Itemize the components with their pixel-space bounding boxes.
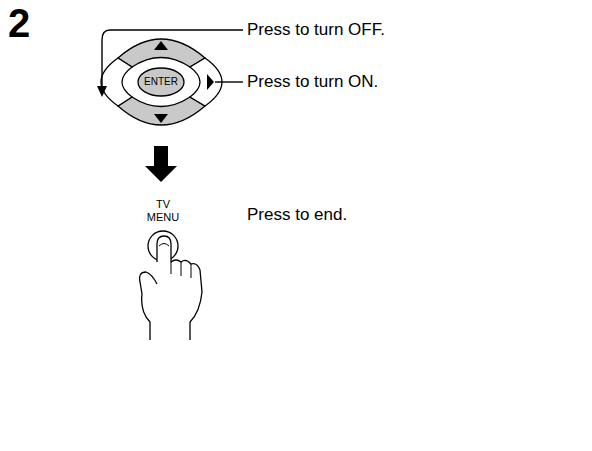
instruction-text: Press to end. [247, 205, 347, 225]
left-button [101, 58, 132, 106]
step-number: 2 [8, 0, 30, 46]
down-triangle [154, 114, 168, 123]
leader-line [215, 81, 243, 82]
down-button [118, 97, 205, 125]
fingernail [159, 244, 169, 247]
finger-lines [171, 262, 191, 278]
leader-arrowhead [97, 86, 107, 97]
hand [140, 236, 202, 340]
up-triangle [154, 41, 168, 50]
enter-button [138, 68, 184, 96]
button-label: TV MENU [145, 198, 181, 223]
right-triangle [207, 74, 214, 90]
instruction-text: Press to turn ON. [247, 72, 378, 92]
leader-line [102, 30, 243, 88]
up-button [118, 39, 205, 67]
instruction-text: Press to turn OFF. [247, 20, 385, 40]
flow-arrow [145, 146, 177, 182]
button-label: ENTER [144, 76, 178, 88]
